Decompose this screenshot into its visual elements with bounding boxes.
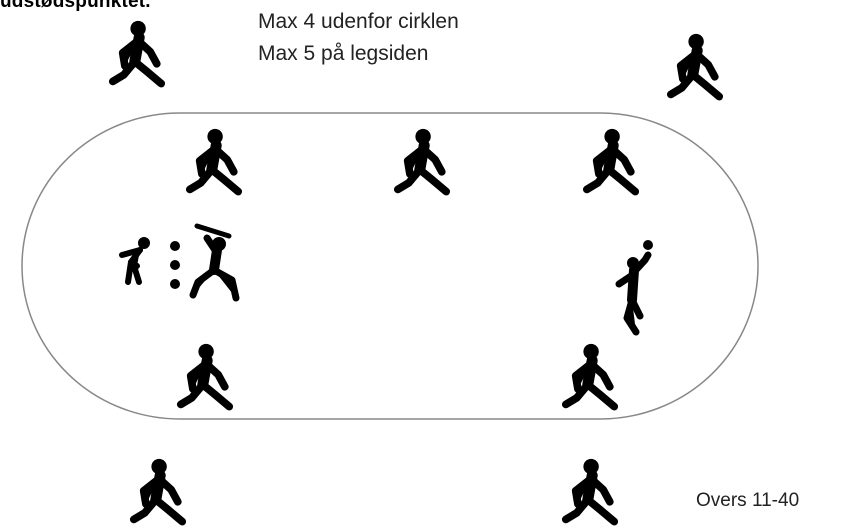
wicketkeeper: [122, 237, 150, 282]
bowler-icon: [619, 255, 648, 332]
stumps-icon: [170, 241, 180, 289]
wicketkeeper-icon: [122, 237, 150, 282]
ball-icon: [643, 240, 653, 250]
running-fielder-icon: [190, 129, 238, 192]
batsman: [193, 226, 236, 298]
fielder-outside-bottom-left: [134, 459, 182, 522]
running-fielder-icon: [566, 459, 614, 522]
stumps: [170, 241, 180, 289]
fielder-outside-bottom-right: [566, 459, 614, 522]
running-fielder-icon: [587, 129, 635, 192]
running-fielder-icon: [181, 344, 229, 407]
fielder-outside-top-right: [671, 34, 719, 97]
fielder-inside-top-right: [587, 129, 635, 192]
bowler: [619, 255, 648, 332]
batsman-icon: [193, 226, 236, 298]
fielder-outside-top-left: [113, 21, 161, 84]
running-fielder-icon: [134, 459, 182, 522]
running-fielder-icon: [671, 34, 719, 97]
ball: [643, 240, 653, 250]
fielder-inside-bottom-right: [566, 344, 614, 407]
fielder-inside-top-center: [398, 129, 446, 192]
running-fielder-icon: [113, 21, 161, 84]
running-fielder-icon: [398, 129, 446, 192]
running-fielder-icon: [566, 344, 614, 407]
fielder-inside-top-left: [190, 129, 238, 192]
fielder-inside-bottom-left: [181, 344, 229, 407]
